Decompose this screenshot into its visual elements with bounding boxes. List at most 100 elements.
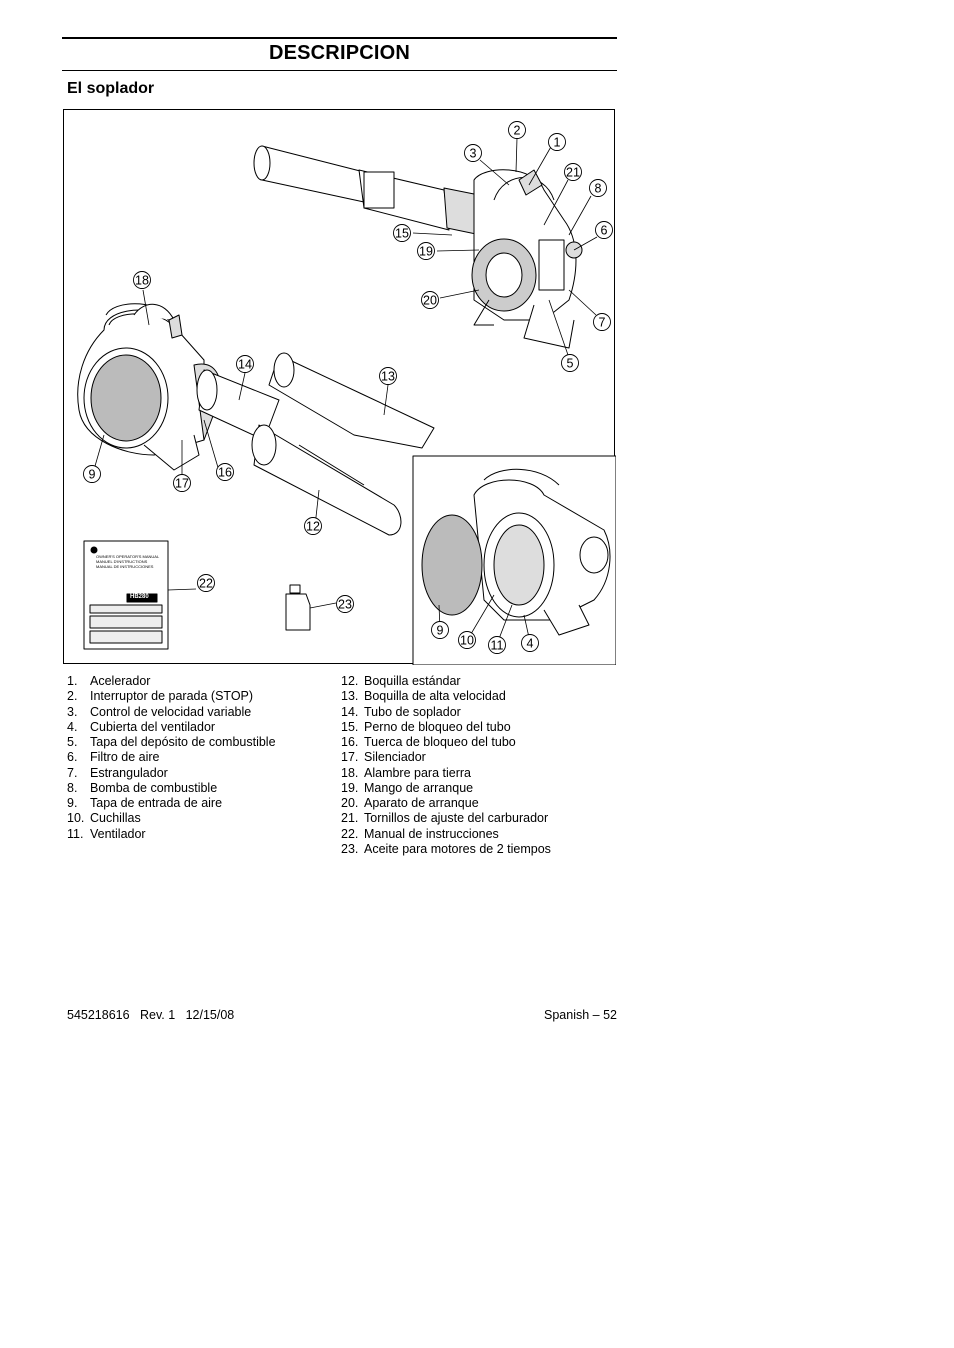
page-title: DESCRIPCION [268,42,411,64]
parts-list-label: Interruptor de parada (STOP) [90,689,254,704]
parts-list-number: 6. [67,750,78,765]
callout-circle [421,291,439,309]
callout-7: 7 [593,313,611,331]
callout-number: 15 [395,227,409,241]
callout-number: 19 [419,245,433,259]
callout-number: 9 [89,468,96,482]
parts-list-item: 14.Tubo de soplador [341,705,551,720]
manual-cover-model: HB280 [130,594,149,600]
callout-number: 6 [601,224,608,238]
parts-list-label: Acelerador [90,674,151,688]
parts-list-item: 16.Tuerca de bloqueo del tubo [341,735,551,750]
parts-list-label: Alambre para tierra [364,765,471,780]
callout-circle [464,144,482,162]
high-speed-nozzle-illustration [268,352,435,449]
parts-list-number: 5. [67,735,78,749]
section-subtitle: El soplador [67,80,155,97]
parts-list-label: Boquilla de alta velocidad [364,689,506,704]
callout-12: 12 [304,517,322,535]
parts-list-number: 7. [67,765,78,780]
callout-9: 9 [83,465,101,483]
parts-list-number: 17. [341,750,359,765]
parts-list-number: 11. [67,826,84,841]
callout-number: 17 [175,477,189,491]
parts-list-label: Filtro de aire [90,750,160,765]
manual-cover-line: MANUAL DE INSTRUCCIONES [96,564,154,569]
callout-number: 4 [527,637,534,651]
header-rule-bottom [62,70,617,71]
parts-list-label: Aparato de arranque [364,796,479,810]
parts-list-number: 23. [341,841,359,856]
parts-list-label: Control de velocidad variable [90,704,252,719]
parts-list-label: Tapa del depósito de combustible [90,735,276,749]
callout-13: 13 [379,367,397,385]
parts-list-item: 22.Manual de instrucciones [341,827,551,842]
parts-list-item: 10.Cuchillas [67,811,276,826]
callout-circle [593,313,611,331]
callout-circle [589,179,607,197]
callout-15: 15 [393,224,411,242]
callout-22: 22 [197,574,215,592]
parts-list-number: 1. [67,674,78,688]
parts-list-number: 4. [67,719,78,734]
parts-list-label: Silenciador [364,750,426,765]
callout-circle [83,465,101,483]
parts-list-item: 3. Control de velocidad variable [67,705,276,720]
callout-number: 5 [567,357,574,371]
parts-list-number: 9. [67,796,78,810]
callout-circle [197,574,215,592]
parts-list-number: 22. [341,826,359,841]
parts-list-label: Perno de bloqueo del tubo [364,719,511,734]
callout-number: 11 [491,639,504,653]
parts-list-number: 21. [341,811,359,826]
callout-circle [488,636,506,654]
parts-list-item: 23.Aceite para motores de 2 tiempos [341,842,551,857]
parts-list-item: 19. Mango de arranque [341,781,551,796]
parts-list-label: Mango de arranque [364,780,474,795]
parts-list-number: 3. [67,704,78,719]
parts-list-label: Ventilador [90,826,146,841]
parts-list-item: 8. Bomba de combustible [67,781,276,796]
parts-list-item: 9.Tapa de entrada de aire [67,796,276,811]
callout-number: 18 [135,274,149,288]
parts-list-label: Bomba de combustible [90,780,218,795]
parts-list-item: 4.Cubierta del ventilador [67,720,276,735]
callout-8: 8 [589,179,607,197]
callout-21: 21 [564,163,582,181]
callout-circle [564,163,582,181]
parts-list-item: 18.Alambre para tierra [341,766,551,781]
callout-2: 2 [508,121,526,139]
callout-number: 22 [199,577,213,591]
callout-number: 2 [514,124,521,138]
manual-cover-text: OWNER'S OPERATOR'S MANUAL MANUEL D'INSTR… [96,554,166,569]
parts-list-number: 15. [341,719,359,734]
callout-circle [173,474,191,492]
callout-circle [561,354,579,372]
callout-5: 5 [561,354,579,372]
callout-circle [133,271,151,289]
callout-circle [521,634,539,652]
parts-list-number: 19. [341,780,359,795]
callout-14: 14 [236,355,254,373]
parts-list-number: 8. [67,780,78,795]
parts-list-number: 16. [341,735,359,749]
callout-4: 4 [521,634,539,652]
callout-circle [508,121,526,139]
parts-list-item: 6. Filtro de aire [67,750,276,765]
parts-list-item: 17. Silenciador [341,750,551,765]
callout-number: 1 [554,136,561,150]
parts-list-item: 7.Estrangulador [67,766,276,781]
callout-number: 12 [306,520,320,534]
callout-number: 3 [470,147,477,161]
parts-list-label: Tornillos de ajuste del carburador [364,811,549,826]
callout-3: 3 [464,144,482,162]
callout-18: 18 [133,271,151,289]
parts-list-label: Tubo de soplador [364,704,461,719]
callout-number: 9 [437,624,444,638]
callout-circle [379,367,397,385]
manual-cover-line: MANUEL D'INSTRUCTIONS [96,559,148,564]
callout-16: 16 [216,463,234,481]
